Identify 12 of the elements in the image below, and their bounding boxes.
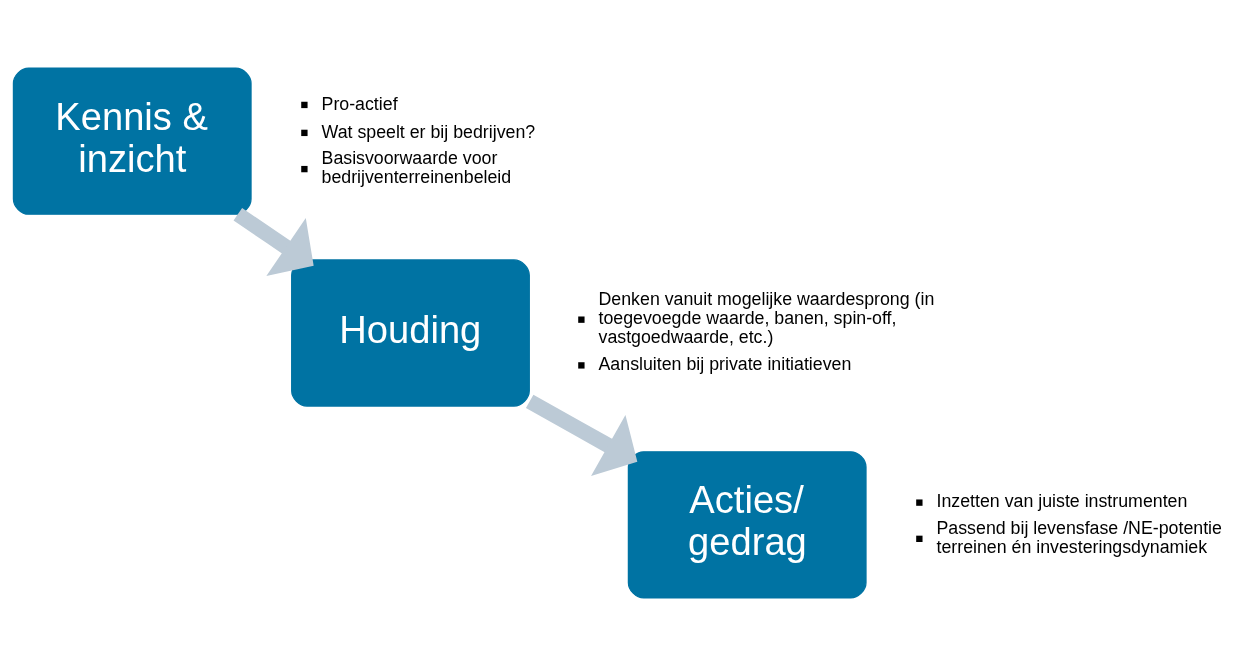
node-box: Houding — [291, 259, 530, 407]
node-label: Passend bij levensfase /NE-potentie terreinen én investeringsdynamiek — [936, 518, 1222, 558]
node-label: Wat speelt er bij bedrijven? — [321, 121, 536, 142]
node-label: Denken vanuit mogelijke waardesprong (in toegevoegde waarde, banen, spin-off, vastgoedwaarde, etc.) — [598, 289, 935, 348]
node-label: Pro-actief — [321, 93, 398, 114]
arrow — [233, 207, 314, 277]
node-label: Inzetten van juiste instrumenten — [936, 491, 1188, 512]
arrow — [525, 394, 638, 477]
node-label: Aansluiten bij private initiatieven — [598, 354, 852, 375]
node-box: Acties/ gedrag — [627, 451, 867, 599]
node-box: Kennis & inzicht — [12, 67, 252, 215]
node-label: Basisvoorwaarde voor bedrijventerreinenbeleid — [321, 148, 512, 188]
